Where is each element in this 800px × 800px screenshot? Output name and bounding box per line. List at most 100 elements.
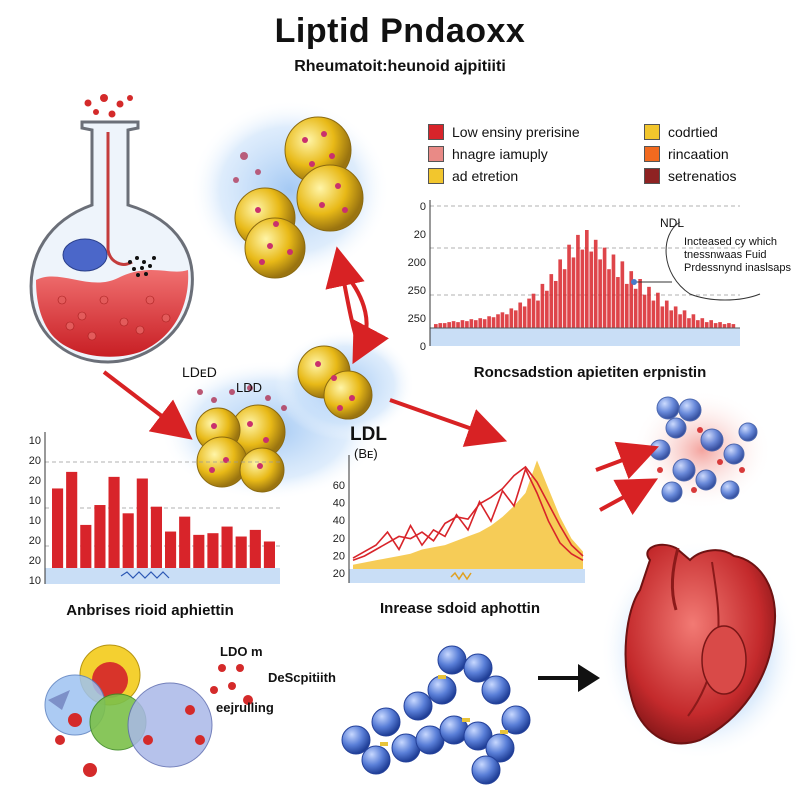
area-spike xyxy=(656,292,660,328)
legend-swatch xyxy=(644,146,660,162)
legend-swatch xyxy=(644,124,660,140)
legend-label: codrtied xyxy=(668,124,718,140)
area-spike xyxy=(642,294,647,328)
y-tick-label: 20 xyxy=(333,550,345,562)
area-spike xyxy=(571,257,576,328)
area-spike xyxy=(713,323,718,328)
legend-label: setrenatios xyxy=(668,168,737,184)
ldl-cluster-top xyxy=(190,100,390,280)
area-spike xyxy=(647,286,651,328)
legend-item: setrenatios xyxy=(644,168,736,184)
y-tick-label: 250 xyxy=(408,285,426,297)
area-spike xyxy=(593,239,598,328)
cell-cluster-right xyxy=(632,390,772,510)
bar xyxy=(179,516,191,568)
area-spike xyxy=(527,298,531,328)
area-spike xyxy=(558,259,562,328)
area-spike xyxy=(522,306,527,328)
molecule-chain xyxy=(341,645,531,785)
chart-baseline-band xyxy=(430,328,740,346)
legend-item: Low ensiny prerisine xyxy=(428,124,580,140)
y-tick-label: 20 xyxy=(333,568,345,580)
annotation-arc xyxy=(631,221,761,301)
y-tick-label: 60 xyxy=(333,480,345,492)
area-spike xyxy=(536,300,540,328)
area-series xyxy=(353,460,583,569)
ldl-main-sublabel: (Bᴇ) xyxy=(354,446,378,461)
y-tick-label: 10 xyxy=(29,495,41,507)
area-spike xyxy=(496,314,500,328)
ldl-label-a: LDᴇD xyxy=(182,364,217,380)
area-spike xyxy=(509,308,514,328)
area-spike xyxy=(611,254,616,328)
line-chart-caption: Inrease sdoid aphottin xyxy=(379,600,541,617)
flask-illustration xyxy=(29,94,194,364)
area-spike xyxy=(478,318,483,328)
y-tick-label: 10 xyxy=(29,575,41,587)
y-tick-label: 20 xyxy=(29,475,41,487)
area-spike xyxy=(651,300,656,328)
area-spike xyxy=(727,323,731,328)
area-spike xyxy=(545,290,549,328)
area-spike xyxy=(731,324,736,328)
area-spike xyxy=(669,310,674,328)
y-tick-label: 20 xyxy=(29,535,41,547)
page-subtitle: Rheumatoit:heunoid ajpitiiti xyxy=(294,58,506,75)
area-spike xyxy=(553,280,558,328)
area-spike xyxy=(513,310,518,328)
flow-arrows xyxy=(102,246,659,516)
area-spike xyxy=(620,261,625,328)
y-tick-label: 250 xyxy=(408,313,426,325)
ldl-label-b: LDD xyxy=(236,380,263,395)
legend-item: ad etretion xyxy=(428,168,518,184)
ldo-label: LDO m xyxy=(220,644,263,659)
area-spike xyxy=(465,321,469,328)
area-spike xyxy=(664,300,669,328)
area-chart-caption: Roncsadstion apietitеn erpnistin xyxy=(473,364,707,381)
area-spike xyxy=(549,274,554,328)
molecule-links xyxy=(380,675,508,746)
area-spike xyxy=(469,319,474,328)
area-spike xyxy=(447,322,451,328)
area-spike xyxy=(580,249,585,328)
line-series xyxy=(352,466,584,561)
area-spike xyxy=(673,306,678,328)
area-spike xyxy=(638,279,642,328)
area-spike xyxy=(456,322,460,328)
legend-item: hnagre iamuply xyxy=(428,146,548,162)
baseline-squiggle xyxy=(120,571,170,579)
area-spike xyxy=(700,318,705,328)
bar xyxy=(94,505,106,568)
bar-chart-caption: Anbrises rioid aphiettin xyxy=(66,602,234,619)
y-tick-label: 20 xyxy=(333,533,345,545)
y-tick-label: 40 xyxy=(333,498,345,510)
area-spike xyxy=(589,251,594,328)
de-label: DeScpitiith xyxy=(268,670,336,685)
y-tick-label: 0 xyxy=(420,341,426,353)
area-spike xyxy=(451,321,456,328)
area-spike xyxy=(678,314,682,328)
area-spike xyxy=(718,322,722,328)
chart-baseline-band xyxy=(45,568,280,584)
area-spike xyxy=(505,314,509,328)
bar xyxy=(66,471,78,568)
y-tick-label: 10 xyxy=(29,515,41,527)
area-spike xyxy=(500,312,505,328)
area-spike xyxy=(473,320,478,328)
area-spike xyxy=(540,283,545,328)
annotation-line: tnessnwaas Fuid xyxy=(684,249,767,261)
bar xyxy=(136,478,148,568)
y-tick-label: 20 xyxy=(29,455,41,467)
area-spike xyxy=(709,320,713,328)
bar xyxy=(122,513,134,568)
bar xyxy=(150,506,162,568)
area-spike xyxy=(687,318,691,328)
y-tick-label: 200 xyxy=(408,257,426,269)
bar xyxy=(249,529,261,568)
area-spike xyxy=(531,293,536,328)
area-spike xyxy=(562,269,567,328)
annotation-text: Incteased cy which tnessnwaas Fuid Prdes… xyxy=(684,236,800,275)
legend-swatch xyxy=(428,124,444,140)
